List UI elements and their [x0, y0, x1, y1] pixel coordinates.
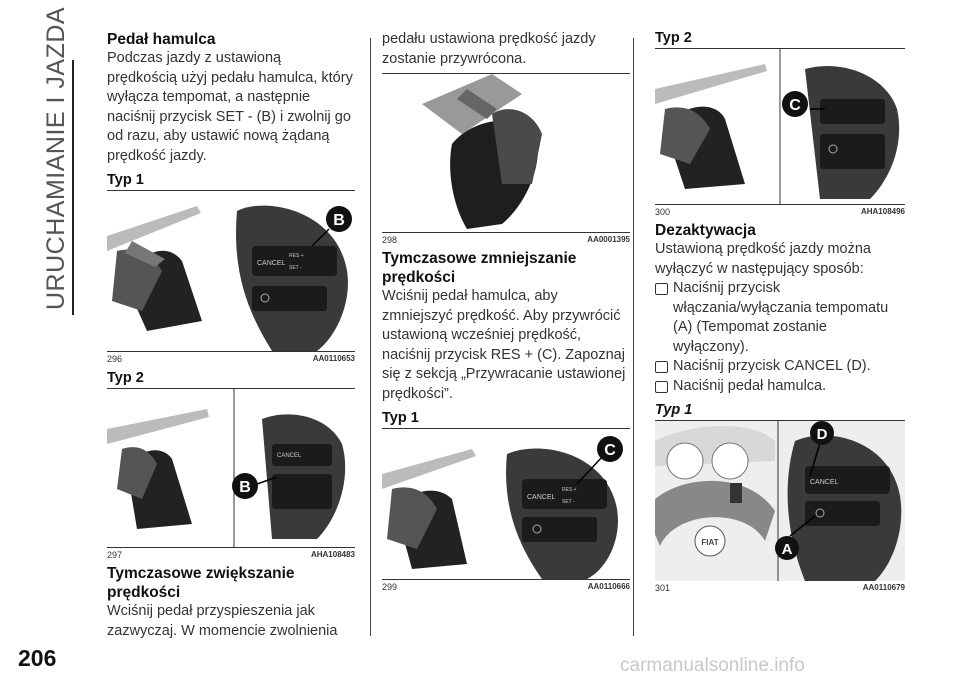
column-divider — [370, 38, 371, 636]
type-label: Typ 2 — [655, 30, 692, 46]
paragraph: Wciśnij pedał przyspieszenia jak zazwycz… — [107, 603, 338, 639]
type-label: Typ 1 — [382, 410, 419, 426]
brand-logo: FIAT — [701, 538, 718, 547]
heading-speed-decrease: Tymczasowe zmniejszanie prędkości — [382, 250, 577, 286]
heading-brake-pedal: Pedał hamulca — [107, 31, 216, 48]
paragraph: Ustawioną prędkość jazdy można wyłączyć … — [655, 241, 871, 277]
watermark: carmanualsonline.info — [620, 655, 805, 676]
res-label: RES + — [289, 253, 304, 259]
svg-text:CANCEL: CANCEL — [527, 494, 556, 501]
steering-switch-illustration: CANCEL RES + SET - B — [107, 205, 352, 351]
callout-d: D — [817, 426, 828, 443]
svg-text:CANCEL: CANCEL — [810, 479, 839, 486]
checkbox-bullet-icon — [655, 361, 668, 373]
steering-switch-illustration: CANCEL B — [107, 389, 346, 547]
paragraph: pedału ustawiona prędkość jazdy zostanie… — [382, 31, 596, 67]
dashboard-illustration: FIAT CANCEL D A — [655, 421, 905, 581]
list-item: Naciśnij przycisk włączania/wyłączania t… — [655, 279, 905, 357]
column-1: Pedał hamulca Podczas jazdy z ustawioną … — [107, 30, 355, 641]
paragraph: Podczas jazdy z ustawioną prędkością uży… — [107, 50, 353, 164]
callout-b: B — [239, 479, 251, 496]
figure-300: C — [655, 48, 905, 205]
column-2: pedału ustawiona prędkość jazdy zostanie… — [382, 30, 630, 592]
set-label: SET - — [289, 265, 302, 271]
callout-c: C — [604, 442, 616, 459]
list-item: Naciśnij pedał hamulca. — [655, 377, 905, 397]
type-label: Typ 2 — [107, 370, 144, 386]
type-label: Typ 1 — [655, 402, 693, 418]
column-divider — [633, 38, 634, 636]
figure-299: CANCEL RES + SET - C — [382, 428, 630, 580]
heading-speed-increase: Tymczasowe zwiększanie prędkości — [107, 565, 295, 601]
svg-text:RES +: RES + — [562, 487, 577, 493]
callout-b: B — [333, 212, 345, 229]
figure-297: CANCEL B — [107, 388, 355, 548]
figure-296: CANCEL RES + SET - B — [107, 190, 355, 352]
chapter-title: URUCHAMIANIE I JAZDA — [42, 6, 70, 310]
chapter-sidebar: URUCHAMIANIE I JAZDA — [12, 7, 74, 315]
brake-pedal-illustration — [422, 74, 542, 229]
page-number: 206 — [18, 645, 57, 671]
steering-switch-illustration: CANCEL RES + SET - C — [382, 436, 623, 579]
cancel-label: CANCEL — [257, 260, 286, 267]
steering-switch-illustration: C — [655, 49, 900, 204]
list-item: Naciśnij przycisk CANCEL (D). — [655, 357, 905, 377]
heading-deactivation: Dezaktywacja — [655, 222, 756, 239]
figure-301: FIAT CANCEL D A — [655, 420, 905, 581]
callout-c: C — [789, 97, 801, 114]
chapter-rule — [72, 60, 74, 315]
callout-a: A — [782, 541, 793, 558]
paragraph: Wciśnij pedał hamulca, aby zmniejszyć pr… — [382, 288, 626, 402]
svg-text:CANCEL: CANCEL — [277, 453, 302, 459]
figure-298 — [382, 73, 630, 233]
checkbox-bullet-icon — [655, 380, 668, 393]
checkbox-bullet-icon — [655, 283, 668, 295]
svg-text:SET -: SET - — [562, 499, 575, 505]
type-label: Typ 1 — [107, 172, 144, 188]
